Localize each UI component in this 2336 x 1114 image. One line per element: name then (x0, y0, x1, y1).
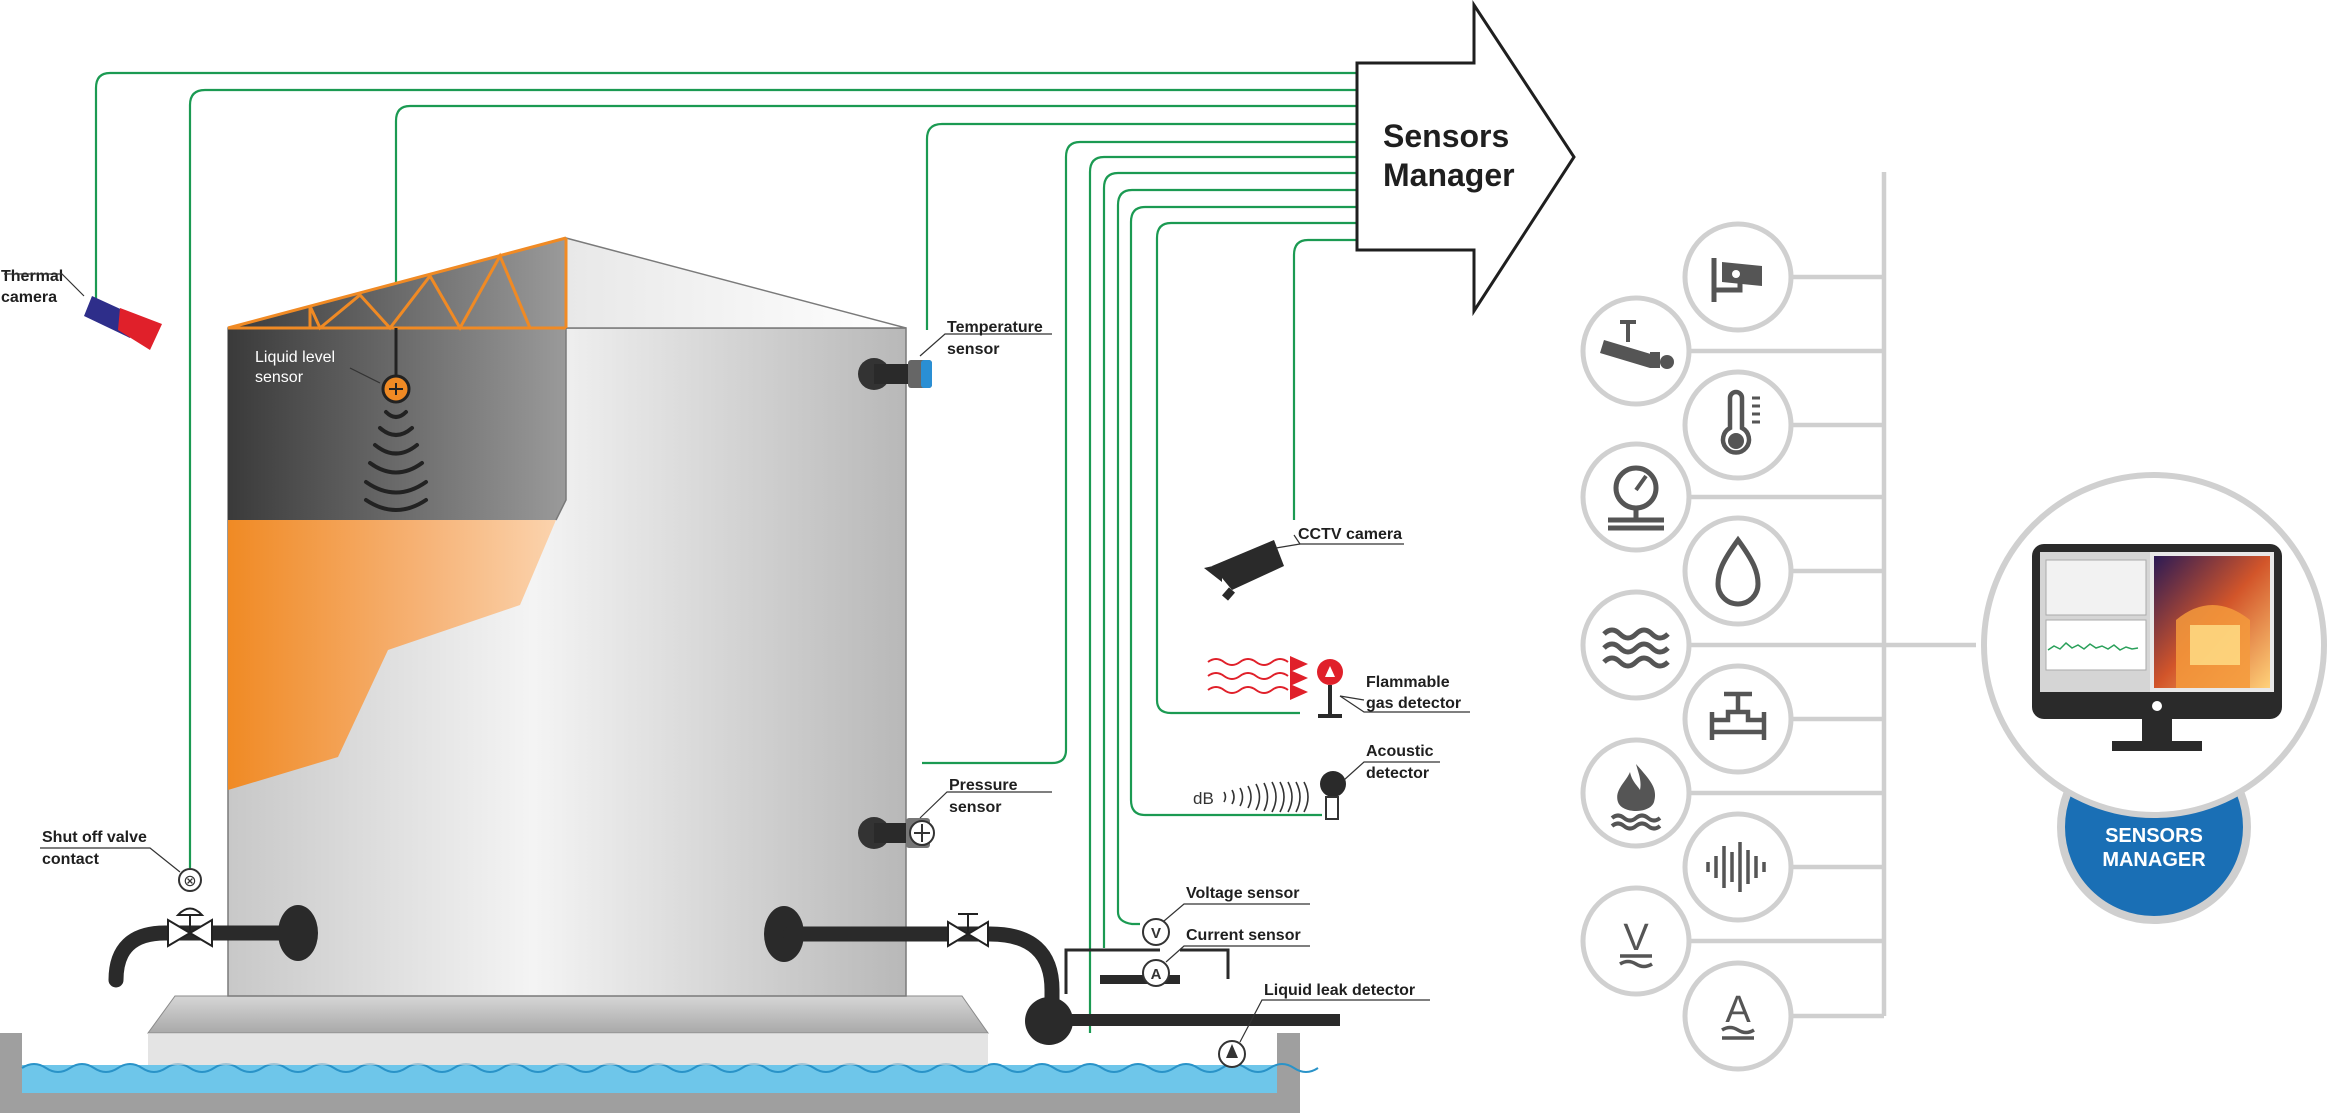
flammable-gas-detector: Flammable gas detector (1207, 656, 1470, 718)
thermal-camera-label-line1: Thermal (1, 268, 63, 285)
pressure-sensor: Pressure sensor (858, 777, 1052, 849)
sensors-manager-monitor: SENSORS MANAGER (1981, 472, 2327, 924)
waves-icon (1580, 589, 1692, 701)
thermometer-icon (1682, 369, 1794, 481)
db-label: dB (1193, 789, 1214, 808)
manager-title-line1: Sensors (1383, 118, 1509, 154)
liquid-level-label-line1: Liquid level (255, 349, 335, 366)
cctv-camera-icon (1682, 221, 1794, 333)
voltage-gauge-letter: V (1151, 925, 1161, 942)
icon-connectors (1690, 172, 1976, 1019)
current-sensor-label: Current sensor (1186, 927, 1301, 944)
outlet-pipe (764, 906, 1340, 1045)
temperature-label-line2: sensor (947, 341, 999, 358)
thermal-camera-icon (1580, 295, 1692, 407)
electrical-sensors: V A Voltage sensor Current sensor (1064, 885, 1310, 994)
valve-contact-gauge: ⊗ (183, 871, 196, 890)
pressure-label-line2: sensor (949, 799, 1001, 816)
manager-title-line2: Manager (1383, 157, 1515, 193)
thermal-camera: Thermal camera (1, 268, 162, 350)
cctv-camera: CCTV camera (1204, 526, 1404, 601)
temperature-sensor: Temperature sensor (858, 319, 1052, 390)
voltage-sensor-label: Voltage sensor (1186, 885, 1300, 902)
liquid-level-label-line2: sensor (255, 369, 304, 386)
flammable-gas-label-line1: Flammable (1366, 674, 1450, 691)
current-icon: A (1682, 960, 1794, 1072)
cctv-camera-label: CCTV camera (1298, 526, 1402, 543)
liquid-leak-detector: Liquid leak detector (1218, 982, 1430, 1068)
sensors-manager-arrow: Sensors Manager (1355, 0, 1576, 317)
pressure-label-line1: Pressure (949, 777, 1018, 794)
badge-line2: MANAGER (2102, 849, 2206, 871)
acoustic-detector: dB Acoustic detector (1193, 743, 1440, 820)
shut-off-valve-label-line2: contact (42, 851, 100, 868)
liquid-drop-icon (1682, 515, 1794, 627)
current-icon-letter: A (1725, 989, 1751, 1031)
acoustic-label-line1: Acoustic (1366, 743, 1434, 760)
thermal-camera-label-line2: camera (1, 289, 57, 306)
temperature-label-line1: Temperature (947, 319, 1043, 336)
voltage-icon: V (1580, 885, 1692, 997)
voltage-icon-letter: V (1623, 917, 1649, 959)
sound-wave-icon (1682, 811, 1794, 923)
inlet-pipe: ⊗ Shut off valve contact (40, 829, 318, 988)
flame-icon (1580, 737, 1692, 849)
shut-off-valve-label-line1: Shut off valve (42, 829, 147, 846)
icon-column: V A (1580, 221, 1794, 1072)
valve-icon (1682, 663, 1794, 775)
badge-line1: SENSORS (2105, 825, 2203, 847)
liquid-leak-label: Liquid leak detector (1264, 982, 1415, 999)
pressure-gauge-icon (1580, 441, 1692, 553)
flammable-gas-label-line2: gas detector (1366, 695, 1461, 712)
acoustic-label-line2: detector (1366, 765, 1429, 782)
current-gauge-letter: A (1151, 966, 1162, 983)
signal-wires (94, 71, 1360, 1055)
liquid-level-sensor: Liquid level sensor (255, 349, 428, 512)
